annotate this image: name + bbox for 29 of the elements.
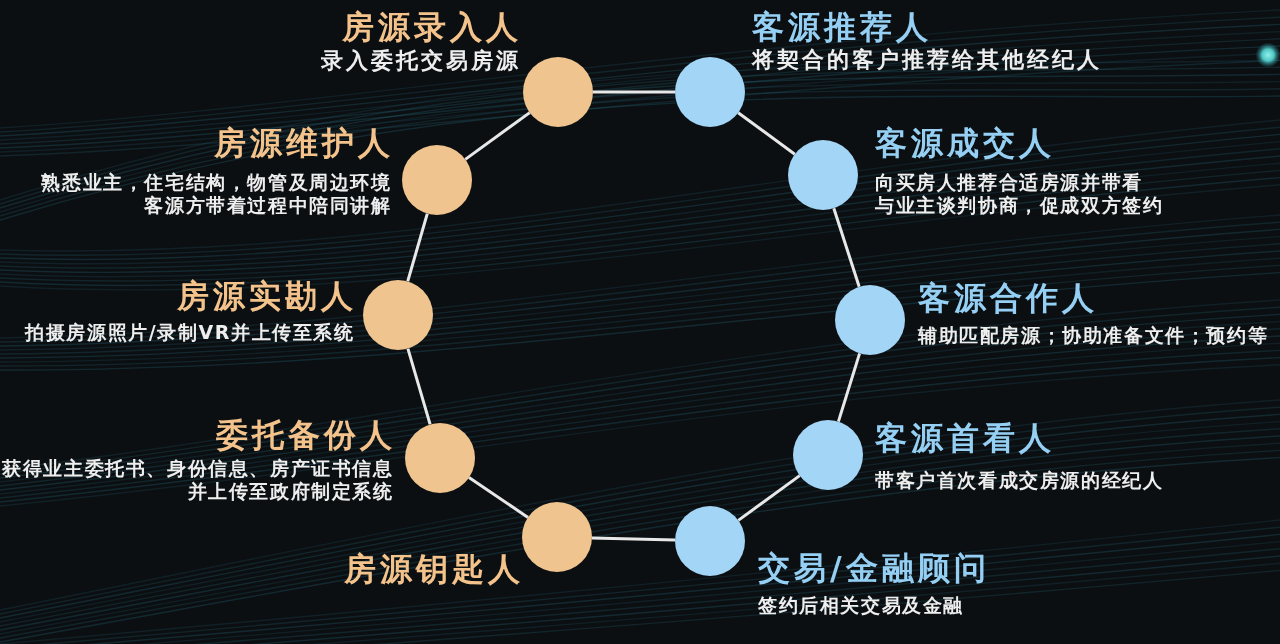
role-description: 拍摄房源照片/录制VR并上传至系统	[25, 321, 355, 344]
connector-line	[591, 536, 676, 542]
role-description: 将契合的客户推荐给其他经纪人	[752, 47, 1102, 73]
role-description: 熟悉业主，住宅结构，物管及周边环境客源方带着过程中陪同讲解	[41, 171, 392, 217]
role-title: 房源钥匙人	[344, 550, 524, 588]
role-description: 带客户首次看成交房源的经纪人	[875, 469, 1164, 492]
role-description: 辅助匹配房源；协助准备文件；预约等	[918, 324, 1269, 347]
role-title: 交易/金融顾问	[758, 549, 990, 587]
role-title: 客源推荐人	[752, 8, 932, 46]
connector-line	[406, 213, 429, 282]
connector-line	[593, 90, 675, 94]
connector-line	[464, 111, 531, 161]
role-description: 签约后相关交易及金融	[758, 594, 964, 617]
role-title: 委托备份人	[216, 416, 396, 454]
connector-line	[836, 352, 862, 423]
connector-line	[737, 474, 801, 522]
role-title: 客源成交人	[875, 124, 1055, 162]
role-title: 客源首看人	[875, 419, 1055, 457]
role-description: 获得业主委托书、身份信息、房产证书信息并上传至政府制定系统	[2, 457, 394, 503]
role-title: 房源维护人	[214, 124, 394, 162]
role-title: 房源实勘人	[177, 277, 357, 315]
role-title: 房源录入人	[342, 8, 522, 46]
connector-line	[406, 348, 432, 425]
connector-line	[737, 111, 796, 156]
connector-line	[832, 207, 861, 288]
connector-line	[468, 476, 529, 519]
role-title: 客源合作人	[918, 279, 1098, 317]
role-description: 录入委托交易房源	[321, 48, 521, 74]
role-description: 向买房人推荐合适房源并带看与业主谈判协商，促成双方签约	[875, 171, 1164, 217]
